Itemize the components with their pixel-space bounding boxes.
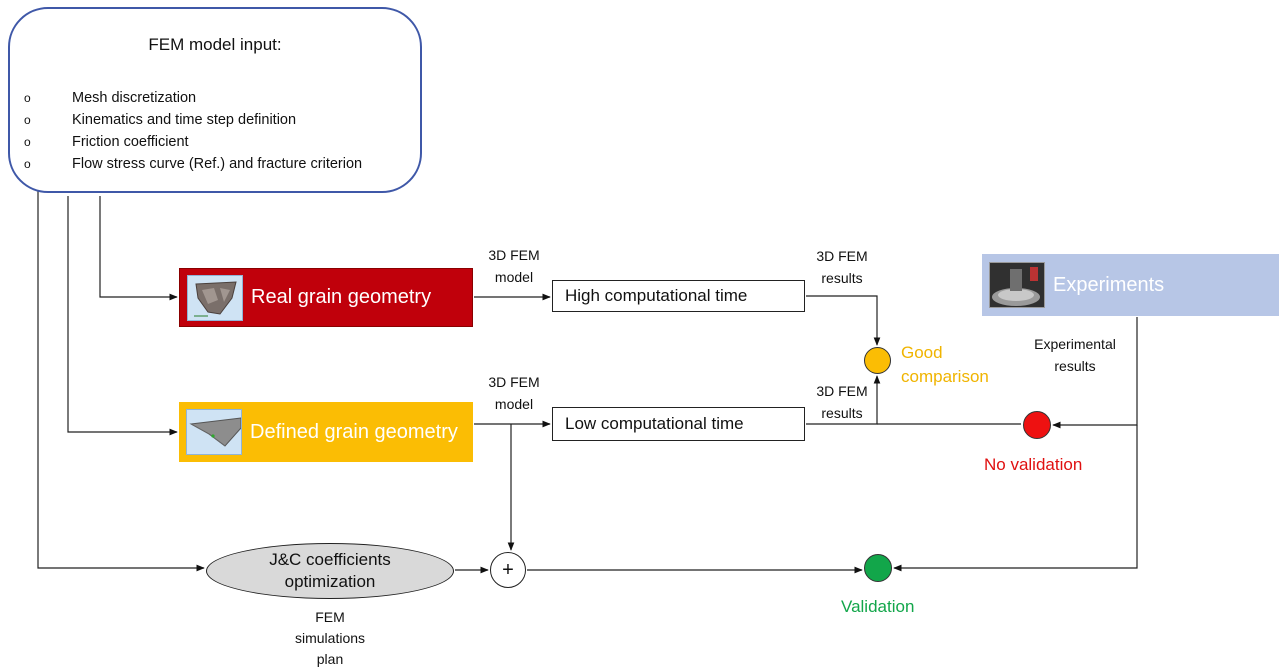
sum-node: +	[490, 552, 526, 588]
no-validation-label: No validation	[984, 455, 1083, 474]
good-comparison-label: Good comparison	[901, 343, 989, 386]
bullet-icon: o	[24, 113, 31, 127]
experiments-photo-icon	[989, 262, 1045, 308]
low-computational-time-box: Low computational time	[552, 407, 805, 441]
bullet-icon: o	[24, 135, 31, 149]
real-grain-thumbnail-icon	[187, 274, 243, 321]
high-results-edge-label: 3D FEM results	[816, 248, 868, 286]
defined-grain-label: Defined grain geometry	[250, 420, 458, 443]
experiments-label: Experiments	[1053, 273, 1165, 296]
input-title: FEM model input:	[148, 35, 282, 54]
defined-grain-geometry-box: Defined grain geometry	[179, 402, 473, 462]
experiments-box: Experiments	[982, 254, 1279, 316]
edge-experiments-to-validation	[893, 425, 1138, 572]
edge-input-to-jc	[37, 168, 205, 572]
experimental-results-edge-label: Experimental results	[1034, 336, 1116, 374]
validation-label: Validation	[841, 597, 915, 616]
bullet-icon: o	[24, 157, 31, 171]
fem-plan-label: FEM simulations plan	[294, 609, 366, 667]
edge-input-to-real	[99, 196, 178, 301]
low-results-edge-label: 3D FEM results	[816, 383, 868, 421]
defined-grain-thumbnail-icon	[186, 409, 242, 455]
no-validation-indicator	[1023, 411, 1051, 439]
bullet-icon: o	[24, 91, 31, 105]
jc-optimization-node: J&C coefficients optimization	[206, 543, 454, 599]
real-grain-label: Real grain geometry	[251, 286, 432, 308]
real-model-edge-label: 3D FEM model	[488, 247, 540, 285]
good-comparison-indicator	[864, 347, 891, 374]
high-computational-time-box: High computational time	[552, 280, 805, 312]
edge-high-to-good	[806, 295, 881, 346]
defined-model-edge-label: 3D FEM model	[488, 374, 540, 412]
validation-indicator	[864, 554, 892, 582]
edge-input-to-defined	[67, 196, 178, 436]
real-grain-geometry-box: Real grain geometry	[179, 268, 473, 327]
